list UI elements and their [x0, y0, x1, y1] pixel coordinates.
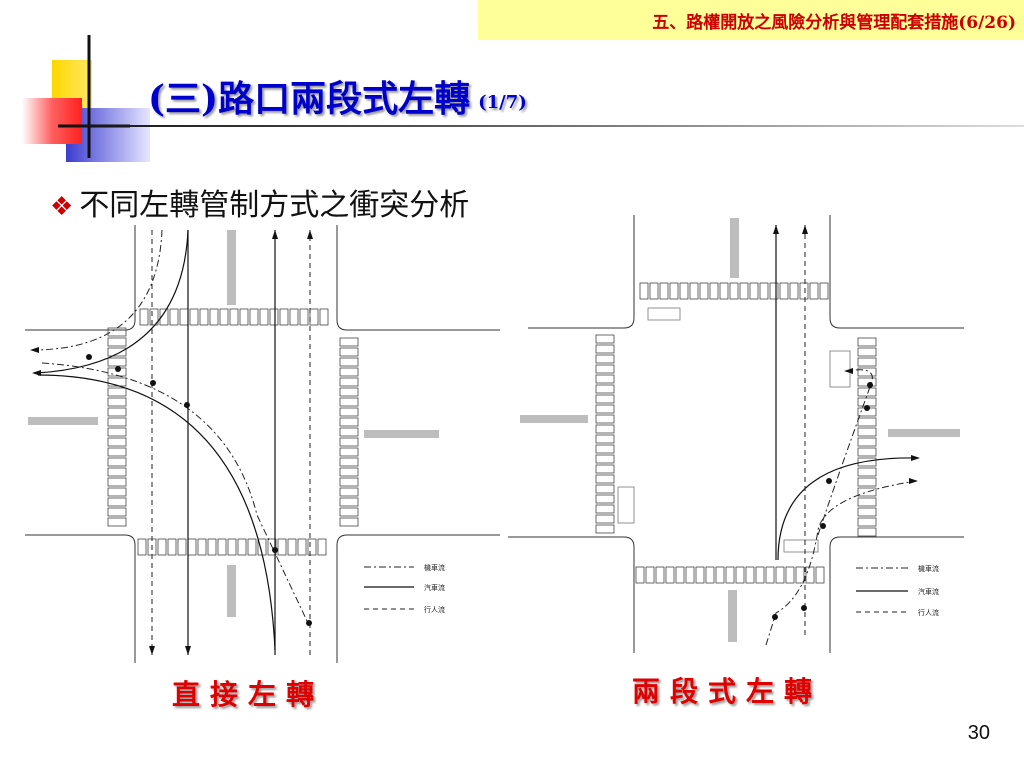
conflict-point: [826, 478, 832, 484]
legend-ped-label: 行人流: [918, 608, 939, 617]
header-banner: [478, 0, 1024, 40]
motorcycle-waiting-zone: [617, 307, 851, 553]
label-direct-left-turn: 直接左轉: [172, 678, 325, 711]
median-north: [227, 230, 236, 305]
title-main: (三)路口兩段式左轉: [148, 78, 471, 120]
page-title: (三)路口兩段式左轉 (1/7): [148, 70, 527, 122]
median-east: [888, 429, 960, 437]
conflict-point: [150, 380, 156, 386]
curb-top-left: [25, 225, 136, 331]
legend-right: 機車流 汽車流 行人流: [856, 564, 939, 617]
crosswalk-north: [139, 308, 329, 326]
conflict-point: [115, 366, 121, 372]
median-east: [364, 430, 439, 438]
curb-top-left: [528, 215, 635, 329]
conflict-point: [801, 605, 807, 611]
title-underline: [60, 125, 1024, 127]
moto-stage-two: [817, 369, 873, 536]
crosswalk-north: [639, 282, 829, 300]
median-west: [520, 415, 588, 423]
conflict-point: [272, 547, 278, 553]
moto-left-turn-south: [41, 362, 309, 624]
curb-bottom-left: [508, 536, 635, 653]
conflict-point: [184, 402, 190, 408]
moto-left-turn-north: [31, 229, 163, 351]
legend-ped-label: 行人流: [424, 605, 445, 614]
label-two-stage-left-turn: 兩段式左轉: [632, 675, 823, 708]
legend-moto-label: 機車流: [424, 563, 445, 572]
conflict-point: [306, 620, 312, 626]
diagram-direct-left-turn: 機車流 汽車流 行人流: [25, 225, 500, 663]
bullet-text: 不同左轉管制方式之衝突分析: [79, 188, 470, 223]
crosswalk-west: [107, 327, 127, 527]
curb-top-right: [829, 215, 964, 329]
crosswalk-west: [595, 334, 615, 534]
legend-left: 機車流 汽車流 行人流: [364, 563, 445, 614]
title-sub: (1/7): [478, 92, 527, 113]
conflict-point: [867, 382, 873, 388]
median-north: [730, 218, 739, 278]
conflict-point: [820, 523, 826, 529]
legend-car-label: 汽車流: [918, 587, 939, 596]
moto-stage-one: [765, 480, 917, 646]
crosswalk-east: [339, 337, 359, 527]
header-text: 五、路權開放之風險分析與管理配套措施(6/26): [652, 13, 1016, 33]
bullet-point: ❖不同左轉管制方式之衝突分析: [50, 180, 469, 224]
crosswalk-south: [137, 538, 327, 556]
median-south: [227, 565, 236, 617]
curb-bottom-left: [25, 534, 136, 663]
conflict-point: [86, 354, 92, 360]
car-left-turn-south: [37, 374, 276, 651]
conflict-point: [864, 405, 870, 411]
deco-red-square: [22, 98, 82, 144]
curb-bottom-right: [336, 534, 500, 663]
legend-car-label: 汽車流: [424, 583, 445, 592]
curb-bottom-right: [829, 536, 964, 653]
crosswalk-east: [857, 337, 877, 537]
curb-top-right: [336, 225, 500, 331]
page-number: 30: [967, 722, 990, 744]
car-left-turn-north: [35, 229, 189, 374]
conflict-point: [772, 614, 778, 620]
legend-moto-label: 機車流: [918, 564, 939, 573]
decorative-squares: [22, 35, 150, 162]
crosswalk-south: [635, 566, 825, 584]
car-right-turn-east: [777, 457, 919, 561]
bullet-mark-icon: ❖: [50, 192, 74, 222]
median-south: [728, 590, 737, 642]
median-west: [28, 417, 98, 425]
diagram-two-stage-left-turn: 機車流 汽車流 行人流: [508, 215, 964, 653]
